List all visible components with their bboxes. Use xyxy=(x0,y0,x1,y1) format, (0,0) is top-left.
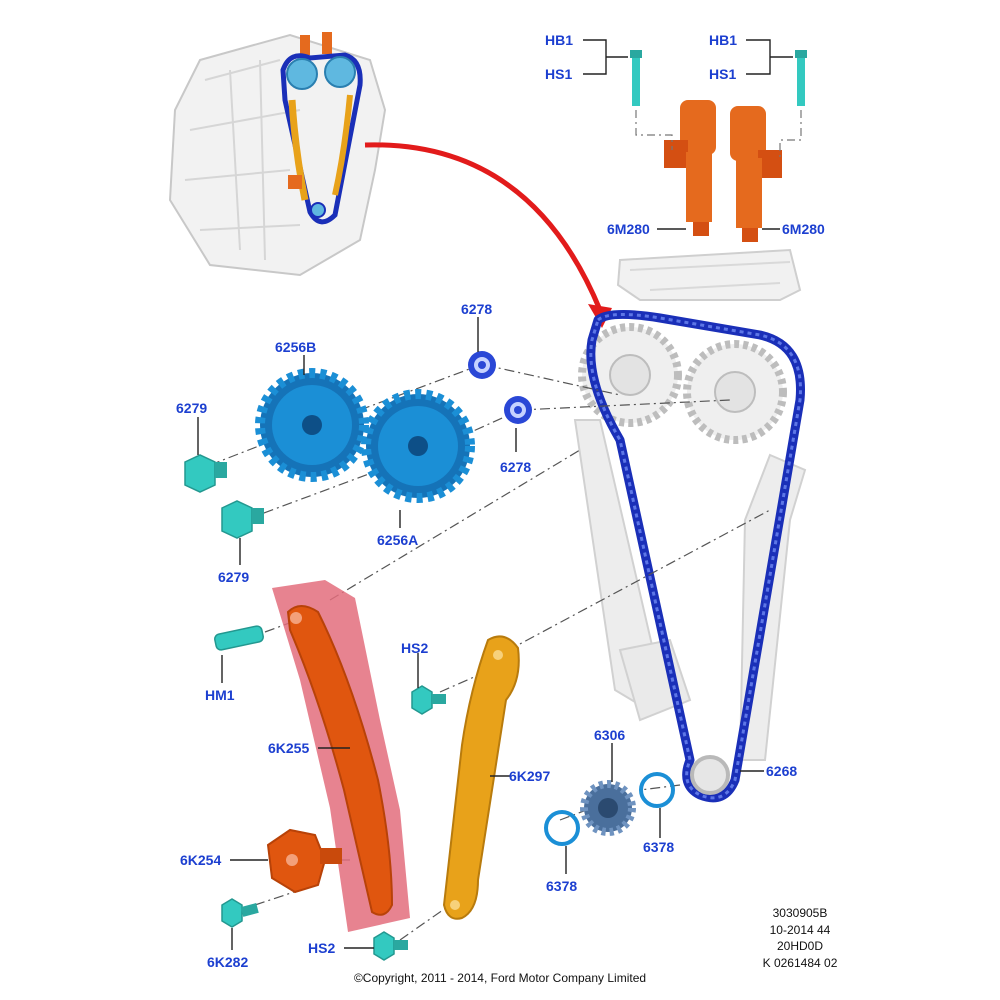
pivot-pin-hm1 xyxy=(214,625,264,651)
seal-6278-top xyxy=(468,351,496,379)
solenoid-bracket xyxy=(616,248,802,301)
engine-guide-mini xyxy=(288,99,309,201)
pointer-arrow xyxy=(364,142,603,311)
label-6k255: 6K255 xyxy=(268,740,309,756)
vct-solenoid-group xyxy=(616,50,807,301)
label-6k297: 6K297 xyxy=(509,768,550,784)
doc-info-block: 3030905B 10-2014 44 20HD0D K 0261484 02 xyxy=(735,905,865,971)
vct-solenoid-left xyxy=(664,100,716,236)
washer-6378-right xyxy=(639,772,675,808)
label-6378-right: 6378 xyxy=(643,839,674,855)
engine-vct-solenoid-small xyxy=(300,35,310,55)
label-6m280-left: 6M280 xyxy=(607,221,650,237)
ghost-sprocket-left xyxy=(578,323,682,427)
solenoid-bolt-left xyxy=(630,50,642,106)
label-6m280-right: 6M280 xyxy=(782,221,825,237)
label-6279-top: 6279 xyxy=(176,400,207,416)
doc-info-line1: 3030905B xyxy=(772,906,828,920)
vct-solenoid-right xyxy=(730,106,782,242)
label-6k282: 6K282 xyxy=(207,954,248,970)
engine-vct-solenoid-small-2 xyxy=(322,32,332,54)
guide-bolt-hs2-bottom xyxy=(373,931,408,961)
label-6279-bottom: 6279 xyxy=(218,569,249,585)
tensioner-arm-6k255 xyxy=(286,605,394,916)
label-hs2-bottom: HS2 xyxy=(308,940,335,956)
engine-block-overview xyxy=(168,32,387,277)
label-6268: 6268 xyxy=(766,763,797,779)
camshaft-sprocket-6256a xyxy=(361,389,475,503)
ghost-sprocket-right xyxy=(683,340,787,444)
leader-lines xyxy=(197,39,793,950)
camshaft-sprocket-6256b xyxy=(255,368,369,482)
sprocket-bolt-6279-top xyxy=(184,454,227,493)
ghost-engine-front xyxy=(573,419,807,761)
doc-info-line2: 10-2014 44 xyxy=(769,922,831,937)
label-6256a: 6256A xyxy=(377,532,418,548)
engine-timing-chain-mini xyxy=(280,52,363,225)
label-hb1-left: HB1 xyxy=(545,32,573,48)
seal-6278-bottom xyxy=(504,396,532,424)
engine-tensioner-mini xyxy=(288,175,302,189)
part-labels: HB1 HS1 HB1 HS1 6M280 6M280 6256B 6278 6… xyxy=(176,32,825,970)
engine-tensioner-arm-mini xyxy=(332,94,353,196)
chain-guide-hole-top xyxy=(493,650,503,660)
engine-sprocket-mini-left xyxy=(286,58,318,90)
chain-guide-6k297 xyxy=(442,635,520,920)
label-hb1-right: HB1 xyxy=(709,32,737,48)
label-6378-left: 6378 xyxy=(546,878,577,894)
label-hs1-left: HS1 xyxy=(545,66,572,82)
tensioner-arm-pivot xyxy=(290,612,302,624)
engine-sprocket-mini-right xyxy=(324,56,356,88)
label-6k254: 6K254 xyxy=(180,852,221,868)
ghost-crank-sprocket xyxy=(690,755,730,795)
label-6278-bottom: 6278 xyxy=(500,459,531,475)
label-hs2-top: HS2 xyxy=(401,640,428,656)
guide-bolt-hs2-top xyxy=(411,685,446,715)
chain-guide-hole-bottom xyxy=(450,900,460,910)
timing-chain-links xyxy=(589,312,802,800)
doc-info-line4: K 0261484 02 xyxy=(762,955,838,970)
copyright-text: ©Copyright, 2011 - 2014, Ford Motor Comp… xyxy=(353,971,647,985)
engine-crank-sprocket-mini xyxy=(310,202,326,218)
label-hm1: HM1 xyxy=(205,687,235,703)
sprocket-bolt-6279-bottom xyxy=(221,500,264,539)
label-hs1-right: HS1 xyxy=(709,66,736,82)
chain-tensioner-6k254 xyxy=(266,828,342,894)
label-6278-top: 6278 xyxy=(461,301,492,317)
label-6256b: 6256B xyxy=(275,339,316,355)
washer-6378-left xyxy=(544,810,580,846)
tensioner-bolt-6k282 xyxy=(221,898,259,928)
label-6306: 6306 xyxy=(594,727,625,743)
crankshaft-sprocket-6306 xyxy=(580,780,636,836)
solenoid-bolt-right xyxy=(795,50,807,106)
doc-info-line3: 20HD0D xyxy=(776,939,824,953)
